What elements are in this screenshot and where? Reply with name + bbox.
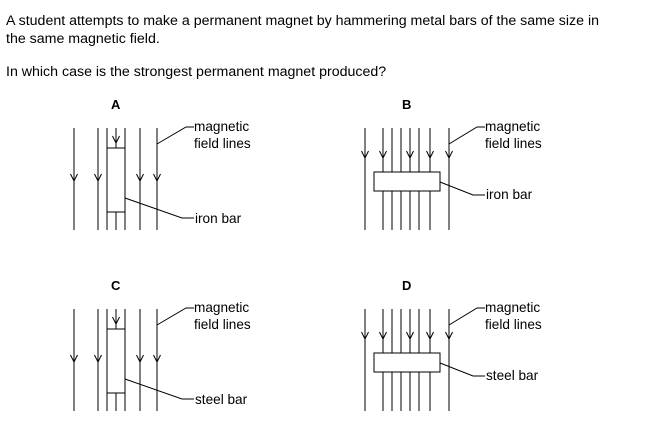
leaders-d xyxy=(439,307,485,377)
steel-bar-d xyxy=(373,352,441,373)
leaders-a xyxy=(124,126,194,219)
option-d-letter: D xyxy=(402,278,412,293)
option-b-letter: B xyxy=(402,97,412,112)
option-d-field-label-line-2: field lines xyxy=(485,317,542,332)
question-stem-line-2: the same magnetic field. xyxy=(6,31,160,47)
question-stem-line-1: A student attempts to make a permanent m… xyxy=(6,13,600,29)
option-d-field-label-line-1: magnetic xyxy=(485,300,541,315)
option-b-bar-label: iron bar xyxy=(486,187,533,202)
option-d-bar-label: steel bar xyxy=(486,368,539,383)
field-arrows-d xyxy=(361,331,453,340)
question-stem: A student attempts to make a permanent m… xyxy=(6,12,599,48)
option-a-field-label-line-2: field lines xyxy=(194,136,251,151)
option-c-field-label-line-1: magnetic xyxy=(194,300,250,315)
iron-bar-b xyxy=(373,171,441,192)
option-a-field-label-line-1: magnetic xyxy=(194,119,250,134)
diagram-a xyxy=(70,126,194,230)
option-a-letter: A xyxy=(111,97,121,112)
diagram-b xyxy=(361,126,485,230)
leaders-c xyxy=(124,307,194,400)
option-a-field-label: magnetic field lines xyxy=(194,118,251,152)
option-b-field-label: magnetic field lines xyxy=(485,118,542,152)
option-c-field-label-line-2: field lines xyxy=(194,317,251,332)
option-b-field-label-line-1: magnetic xyxy=(485,119,541,134)
option-d-field-label: magnetic field lines xyxy=(485,299,542,333)
question-ask: In which case is the strongest permanent… xyxy=(6,64,387,80)
field-arrows-b xyxy=(361,150,453,159)
option-b-field-label-line-2: field lines xyxy=(485,136,542,151)
iron-bar-a xyxy=(106,147,126,213)
steel-bar-c xyxy=(106,328,126,394)
leaders-b xyxy=(439,126,485,196)
option-a-bar-label: iron bar xyxy=(195,211,242,226)
diagram-d xyxy=(361,307,485,411)
option-c-bar-label: steel bar xyxy=(195,392,248,407)
option-c-letter: C xyxy=(111,278,121,293)
option-c-field-label: magnetic field lines xyxy=(194,299,251,333)
diagram-c xyxy=(70,307,194,411)
